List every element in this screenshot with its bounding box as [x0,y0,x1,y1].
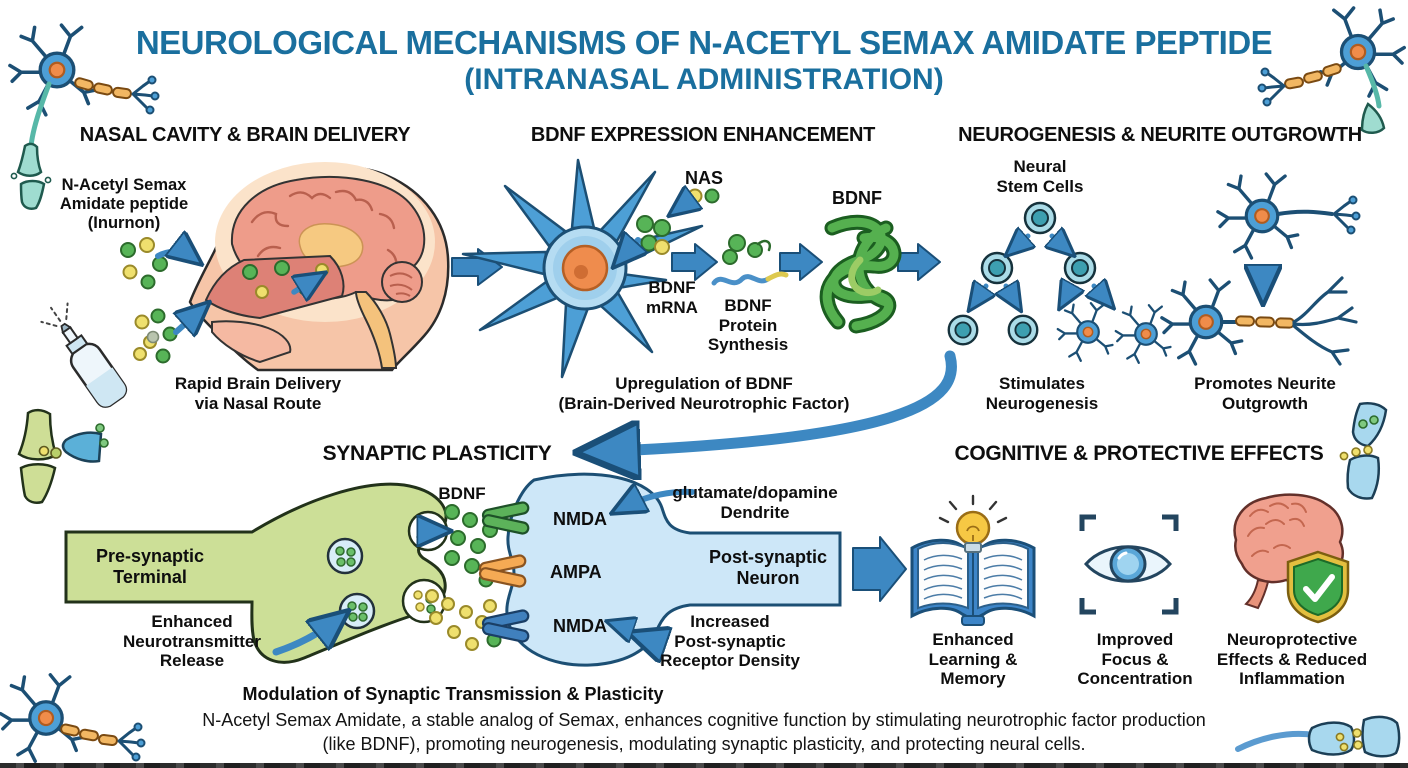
heading-neurogenesis: NEUROGENESIS & NEURITE OUTGROWTH [958,124,1362,146]
page-title-line2: (INTRANASAL ADMINISTRATION) [464,63,944,96]
eye-focus-icon [1079,514,1179,615]
heading-synaptic-plasticity: SYNAPTIC PLASTICITY [322,442,552,465]
heading-bdnf-expression: BDNF EXPRESSION ENHANCEMENT [530,124,876,146]
bdnf-synapse-label: BDNF [438,484,486,503]
decor-synapse-bottom-right-icon [1235,715,1401,758]
ampa-receptor [478,554,527,588]
stem-cell-tree [947,201,1172,364]
corner-neuron-top-left-icon [8,23,160,210]
postsynaptic-neuron [478,472,842,667]
receptor-label-nmda-bottom: NMDA [553,616,607,636]
dendrite-label: glutamate/dopamine Dendrite [672,483,838,522]
bdnf-mrna-label: BDNF mRNA [646,278,698,317]
nmda-receptor-green [481,501,530,535]
heading-nasal-delivery: NASAL CAVITY & BRAIN DELIVERY [79,124,411,146]
neurite-caption: Promotes Neurite Outgrowth [1194,374,1336,413]
neuron-icon [461,158,704,379]
corner-neuron-top-right-icon [1257,6,1406,134]
mrna-protein-synthesis [711,234,789,286]
bottom-edge-strip [0,763,1408,768]
heading-cognitive-effects: COGNITIVE & PROTECTIVE EFFECTS [954,442,1324,465]
receptor-label-nmda-top: NMDA [553,509,607,529]
decor-synapse-left-icon [17,408,109,504]
flow-arrow [451,243,941,602]
release-label: Enhanced Neurotransmitter Release [123,612,261,671]
receptor-label-ampa: AMPA [550,562,602,582]
nas-label: NAS [684,168,723,188]
stem-cells-label: Neural Stem Cells [996,157,1084,196]
peptide-label: N-Acetyl Semax Amidate peptide (Inurnon) [59,176,189,233]
protein-synthesis-label: BDNF Protein Synthesis [707,296,789,355]
brain-shield-icon [1233,493,1350,624]
decor-synapse-right-icon [1339,402,1388,500]
summary-line1: N-Acetyl Semax Amidate, a stable analog … [202,710,1206,730]
book-lightbulb-icon [910,494,1036,626]
bdnf-protein-icon [819,214,902,334]
nmda-receptor-blue [481,609,530,643]
effect-focus-concentration: Improved Focus & Concentration [1077,630,1193,689]
page-title-line1: NEUROLOGICAL MECHANISMS OF N-ACETYL SEMA… [135,24,1273,61]
curved-flow-arrow [590,350,957,452]
synaptic-caption: Modulation of Synaptic Transmission & Pl… [242,684,664,704]
effect-neuroprotective: Neuroprotective Effects & Reduced Inflam… [1216,630,1368,689]
bdnf-caption: Upregulation of BDNF (Brain-Derived Neur… [558,374,850,413]
nas-molecules [618,190,720,263]
peptide-droplets [120,238,204,364]
presynaptic-label: Pre-synaptic Terminal [95,546,205,587]
head-cross-section-icon [188,162,450,372]
nasal-spray-icon [40,302,128,408]
bdnf-protein-label: BDNF [832,188,882,208]
summary-line2: (like BDNF), promoting neurogenesis, mod… [322,734,1086,754]
myelinated-neuron-icon [1160,172,1361,366]
effect-learning-memory: Enhanced Learning & Memory [928,630,1018,689]
neurogenesis-caption: Stimulates Neurogenesis [985,374,1099,413]
nasal-caption: Rapid Brain Delivery via Nasal Route [174,374,342,413]
postsynaptic-label: Post-synaptic Neuron [708,547,828,588]
density-label: Increased Post-synaptic Receptor Density [660,612,800,671]
